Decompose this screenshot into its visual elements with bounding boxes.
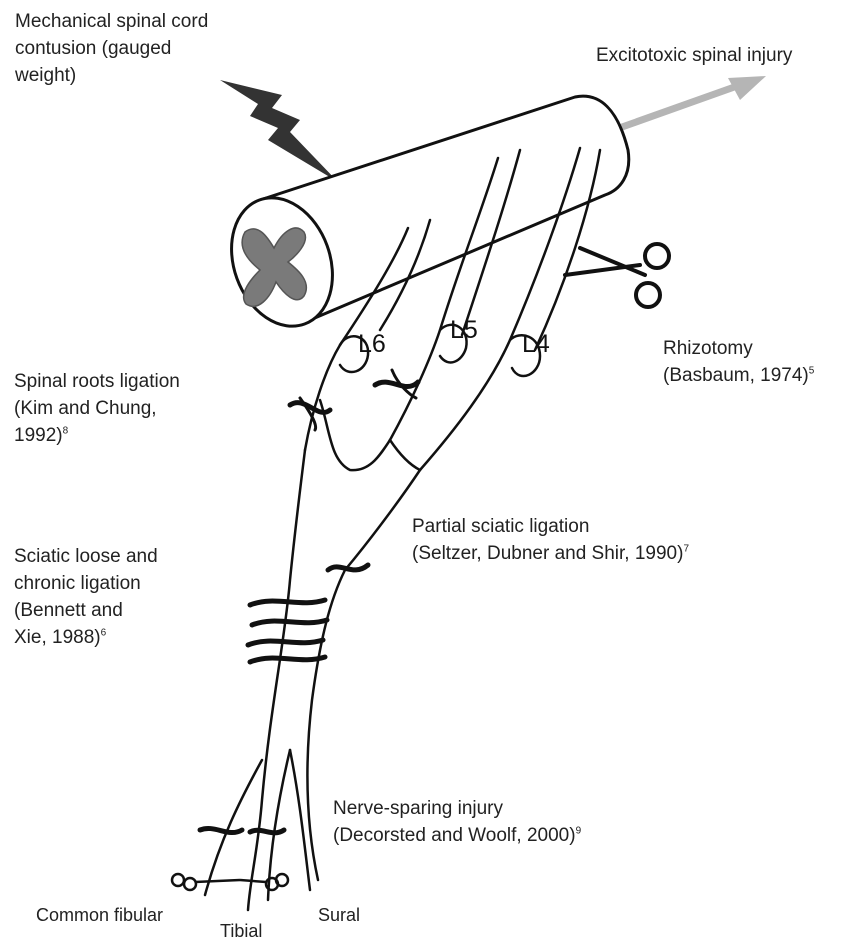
spinal-roots-line-2: (Kim and Chung, — [14, 395, 180, 422]
sural-label: Sural — [318, 902, 360, 929]
root-label-l6: L6 — [358, 330, 386, 358]
mechanical-contusion-label: Mechanical spinal cord contusion (gauged… — [15, 8, 208, 89]
root-label-l5: L5 — [450, 316, 478, 344]
common-fibular-label: Common fibular — [36, 902, 163, 929]
mechanical-line-2: contusion (gauged — [15, 35, 208, 62]
rhizotomy-label: Rhizotomy (Basbaum, 1974)5 — [663, 335, 814, 389]
excitotoxic-label: Excitotoxic spinal injury — [596, 42, 792, 69]
sciatic-loose-line-4: Xie, 1988)6 — [14, 624, 158, 651]
spinal-roots-ligation-label: Spinal roots ligation (Kim and Chung, 19… — [14, 368, 180, 449]
ligatures — [200, 370, 418, 833]
nerve-sparing-line-1: Nerve-sparing injury — [333, 795, 581, 822]
root-label-l4: L4 — [522, 330, 550, 358]
mechanical-line-1: Mechanical spinal cord — [15, 8, 208, 35]
nerve-sparing-line-2: (Decorsted and Woolf, 2000)9 — [333, 822, 581, 849]
partial-sciatic-line-1: Partial sciatic ligation — [412, 513, 689, 540]
excitotoxic-arrow — [608, 76, 766, 132]
rhizotomy-line-2: (Basbaum, 1974)5 — [663, 362, 814, 389]
partial-sciatic-line-2: (Seltzer, Dubner and Shir, 1990)7 — [412, 540, 689, 567]
tibial-label: Tibial — [220, 918, 262, 945]
sciatic-loose-line-2: chronic ligation — [14, 570, 158, 597]
sciatic-loose-line-1: Sciatic loose and — [14, 543, 158, 570]
nerve-sparing-label: Nerve-sparing injury (Decorsted and Wool… — [333, 795, 581, 849]
lightning-bolt-icon — [220, 80, 338, 182]
sciatic-loose-line-3: (Bennett and — [14, 597, 158, 624]
spinal-roots-line-3: 1992)8 — [14, 422, 180, 449]
partial-sciatic-label: Partial sciatic ligation (Seltzer, Dubne… — [412, 513, 689, 567]
sciatic-loose-label: Sciatic loose and chronic ligation (Benn… — [14, 543, 158, 651]
scissors-icon — [565, 244, 669, 307]
spinal-roots-line-1: Spinal roots ligation — [14, 368, 180, 395]
mechanical-line-3: weight) — [15, 62, 208, 89]
rhizotomy-line-1: Rhizotomy — [663, 335, 814, 362]
